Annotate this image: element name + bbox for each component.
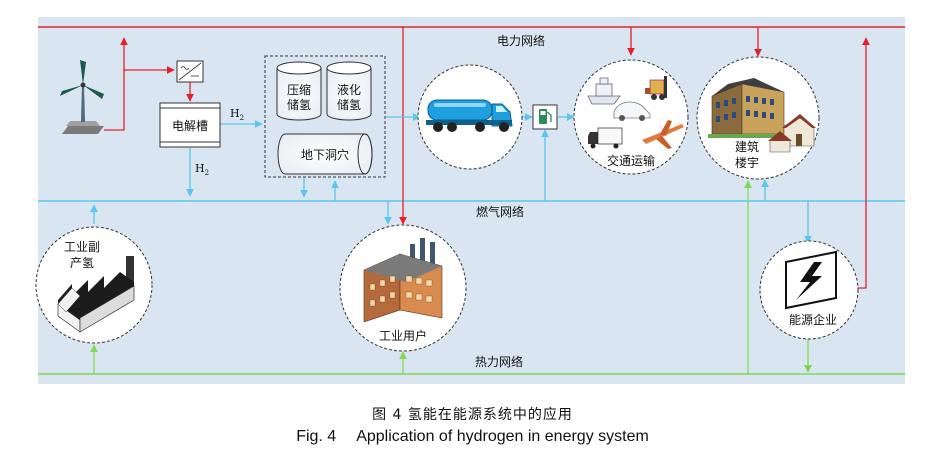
industrial-user-label: 工业用户 — [379, 328, 427, 343]
caption-chinese: 图 4 氢能在能源系统中的应用 — [372, 407, 573, 423]
caption-english-title: Application of hydrogen in energy system — [356, 428, 649, 445]
hydrogen-storage-group — [264, 55, 386, 178]
wind-turbine-icon — [60, 60, 104, 134]
electrolyzer-icon — [159, 102, 221, 148]
byproduct-label-1: 工业副 — [64, 240, 100, 254]
building-node — [696, 56, 820, 180]
truck-node — [417, 64, 523, 170]
compressed-label-1: 压缩 — [287, 82, 311, 97]
byproduct-label-2: 产氢 — [70, 255, 94, 270]
gas-network-label: 燃气网络 — [476, 204, 524, 219]
h2-label-down: H2 — [195, 162, 209, 177]
liquefied-label-1: 液化 — [337, 82, 361, 97]
compressed-label-2: 储氢 — [287, 97, 311, 112]
liquefied-tank-icon — [326, 61, 372, 121]
cavern-icon — [277, 133, 373, 175]
transport-vehicles-icon — [587, 76, 684, 149]
h2-label-right: H2 — [230, 107, 244, 122]
compressed-tank-icon — [276, 61, 322, 121]
building-label-2: 楼宇 — [735, 155, 759, 170]
caption-english: Fig. 4 Application of hydrogen in energy … — [0, 428, 945, 446]
ac-dc-converter-icon — [176, 60, 204, 83]
heat-network-label: 热力网络 — [475, 354, 523, 369]
svg-text:H2: H2 — [195, 162, 209, 177]
energy-company-node — [759, 240, 859, 340]
building-label-1: 建筑 — [735, 139, 759, 154]
power-network-label: 电力网络 — [497, 33, 545, 48]
energy-company-label: 能源企业 — [789, 312, 837, 327]
heat-flows — [90, 180, 812, 374]
transport-node — [573, 59, 689, 175]
building-icon — [708, 78, 816, 153]
cavern-label: 地下洞穴 — [301, 147, 349, 162]
fuel-pump-icon — [532, 104, 558, 130]
hydrogen-tanker-truck-icon — [426, 99, 513, 132]
gas-flows — [90, 113, 812, 244]
factory-icon — [57, 256, 135, 333]
industrial-user-node — [339, 224, 467, 352]
svg-text:H2: H2 — [230, 107, 244, 122]
industrial-plant-icon — [363, 238, 443, 323]
electrolyzer-label: 电解槽 — [172, 119, 208, 133]
transport-label: 交通运输 — [607, 153, 655, 168]
lightning-icon — [785, 250, 837, 310]
byproduct-hydrogen-node — [35, 226, 153, 344]
liquefied-label-2: 储氢 — [337, 97, 361, 112]
caption-figure-number: Fig. 4 — [296, 428, 337, 445]
